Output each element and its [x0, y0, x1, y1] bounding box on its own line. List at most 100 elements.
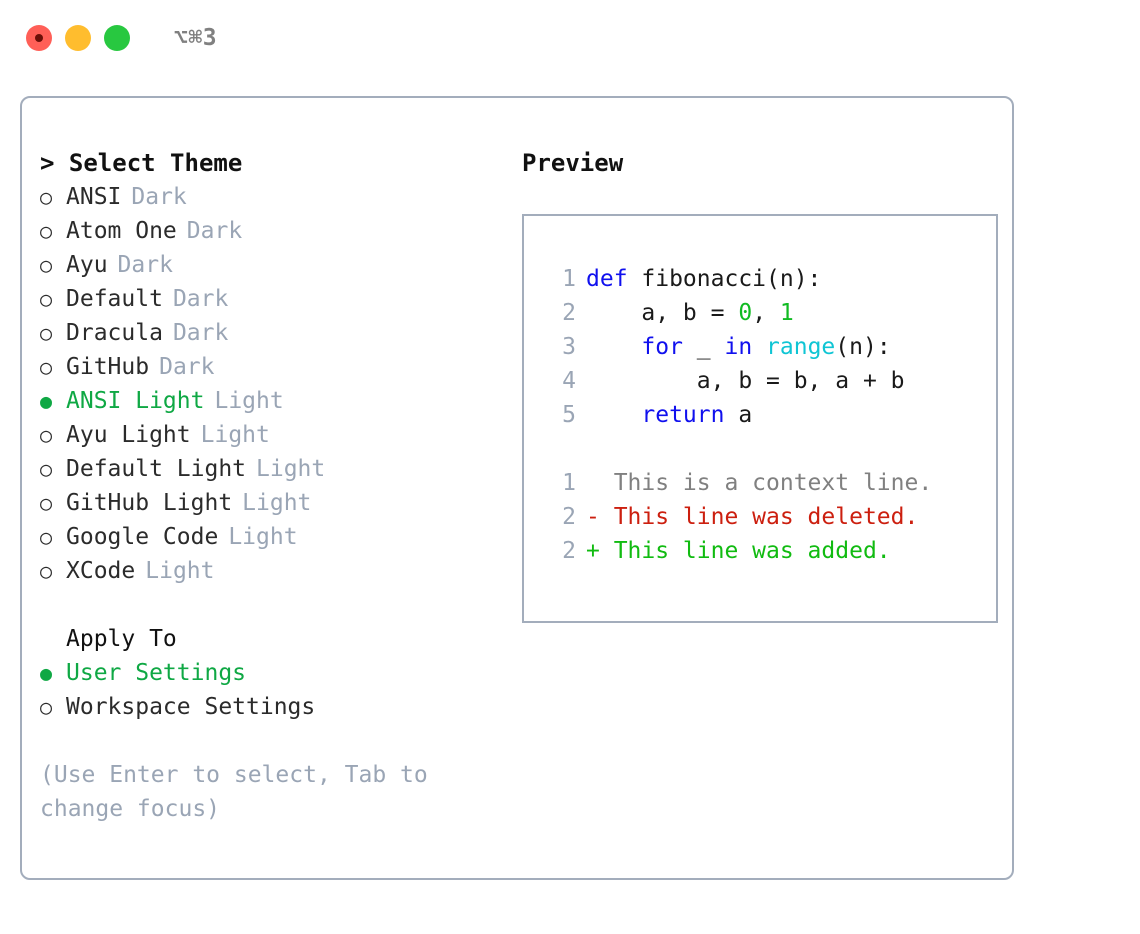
radio-unselected-icon: ○	[40, 287, 53, 311]
code-token: a, b =	[586, 300, 739, 326]
radio-unselected-icon: ○	[40, 321, 53, 345]
radio-unselected-icon: ○	[40, 525, 53, 549]
theme-option-label: Ayu Light	[66, 422, 191, 448]
theme-option-variant-tag: Light	[214, 388, 284, 414]
apply-to-option-user-settings[interactable]: ● User Settings	[40, 656, 500, 690]
code-token: for	[641, 334, 683, 360]
radio-unselected-icon: ○	[40, 219, 53, 243]
code-token: 1	[779, 300, 794, 326]
code-token	[752, 334, 766, 360]
code-line-number: 1	[562, 266, 576, 292]
select-theme-heading: > Select Theme	[40, 149, 243, 177]
theme-option-label: Atom One	[66, 218, 177, 244]
apply-to-option-label: Workspace Settings	[66, 694, 316, 720]
theme-option-label: XCode	[66, 558, 136, 584]
theme-option-dracula[interactable]: ○ Dracula Dark	[40, 316, 500, 350]
theme-option-label: GitHub	[66, 354, 150, 380]
radio-unselected-icon: ○	[40, 695, 53, 719]
keyboard-hint-text: (Use Enter to select, Tab to change focu…	[40, 762, 442, 822]
diff-line: 2 - This line was deleted.	[542, 500, 996, 534]
theme-option-variant-tag: Dark	[172, 320, 229, 346]
theme-option-label: Default Light	[66, 456, 247, 482]
radio-selected-icon: ●	[40, 661, 53, 685]
diff-line-text: This is a context line.	[586, 470, 933, 496]
code-token: ,	[752, 300, 780, 326]
close-button[interactable]	[26, 25, 52, 51]
radio-unselected-icon: ○	[40, 559, 53, 583]
theme-option-default-light[interactable]: ○ Default Light Light	[40, 452, 500, 486]
preview-heading: Preview	[522, 149, 624, 177]
diff-line-number: 1	[562, 470, 576, 496]
theme-option-label: ANSI Light	[66, 388, 205, 414]
theme-option-variant-tag: Dark	[131, 184, 187, 210]
code-line-text: def fibonacci(n):	[586, 262, 821, 296]
code-token: in	[724, 334, 753, 360]
diff-line-text: + This line was added.	[586, 538, 891, 564]
theme-option-google-code[interactable]: ○ Google Code Light	[40, 520, 500, 554]
diff-line-number: 2	[562, 504, 576, 530]
theme-option-ansi[interactable]: ○ ANSI Dark	[40, 180, 500, 214]
code-line: 2 a, b = 0, 1	[542, 296, 996, 330]
radio-unselected-icon: ○	[40, 185, 53, 209]
diff-sample-block: 1 This is a context line. 2 - This line wa…	[542, 466, 996, 568]
theme-option-label: ANSI	[66, 184, 122, 210]
code-token: def	[586, 266, 628, 292]
code-line-number: 3	[562, 334, 576, 360]
diff-line-text: - This line was deleted.	[586, 504, 919, 530]
code-line-text: a, b = b, a + b	[586, 364, 905, 398]
radio-unselected-icon: ○	[40, 457, 53, 481]
code-token: a	[724, 402, 753, 428]
theme-option-variant-tag: Dark	[186, 218, 243, 244]
apply-to-option-label: User Settings	[66, 660, 247, 686]
apply-to-option-workspace-settings[interactable]: ○ Workspace Settings	[40, 690, 500, 724]
theme-option-label: Default	[66, 286, 163, 312]
theme-option-ansi-light[interactable]: ● ANSI Light Light	[40, 384, 500, 418]
theme-option-label: Dracula	[66, 320, 163, 346]
theme-option-variant-tag: Light	[145, 558, 215, 584]
code-line-text: for _ in range(n):	[586, 330, 891, 364]
theme-option-label: Google Code	[66, 524, 219, 550]
radio-unselected-icon: ○	[40, 423, 53, 447]
code-line-text: return a	[586, 398, 752, 432]
code-token: range	[766, 334, 836, 360]
diff-line: 2 + This line was added.	[542, 534, 996, 568]
radio-selected-icon: ●	[40, 389, 53, 413]
code-token: fibonacci(n):	[627, 266, 822, 292]
traffic-light-group	[26, 25, 130, 51]
keyboard-shortcut-label: ⌥⌘3	[174, 25, 218, 51]
theme-option-variant-tag: Dark	[117, 252, 173, 278]
code-line-number: 4	[562, 368, 576, 394]
code-line: 3 for _ in range(n):	[542, 330, 996, 364]
theme-option-variant-tag: Light	[242, 490, 312, 516]
theme-option-variant-tag: Light	[228, 524, 298, 550]
maximize-button[interactable]	[104, 25, 130, 51]
theme-option-label: Ayu	[66, 252, 108, 278]
theme-option-variant-tag: Light	[256, 456, 326, 482]
code-token: a, b = b, a + b	[586, 368, 905, 394]
theme-option-atom-one[interactable]: ○ Atom One Dark	[40, 214, 500, 248]
theme-option-default[interactable]: ○ Default Dark	[40, 282, 500, 316]
code-token	[586, 334, 641, 360]
radio-unselected-icon: ○	[40, 491, 53, 515]
theme-option-variant-tag: Dark	[159, 354, 215, 380]
apply-to-list: ● User Settings ○ Workspace Settings	[40, 656, 500, 724]
code-diff-gap	[542, 432, 996, 466]
code-line: 1 def fibonacci(n):	[542, 262, 996, 296]
list-spacer	[40, 588, 500, 622]
code-token: (n):	[835, 334, 891, 360]
diff-line-number: 2	[562, 538, 576, 564]
code-token: _	[682, 334, 725, 360]
minimize-button[interactable]	[65, 25, 91, 51]
theme-option-xcode[interactable]: ○ XCode Light	[40, 554, 500, 588]
theme-option-variant-tag: Dark	[172, 286, 229, 312]
window-titlebar: ⌥⌘3	[0, 0, 1140, 76]
